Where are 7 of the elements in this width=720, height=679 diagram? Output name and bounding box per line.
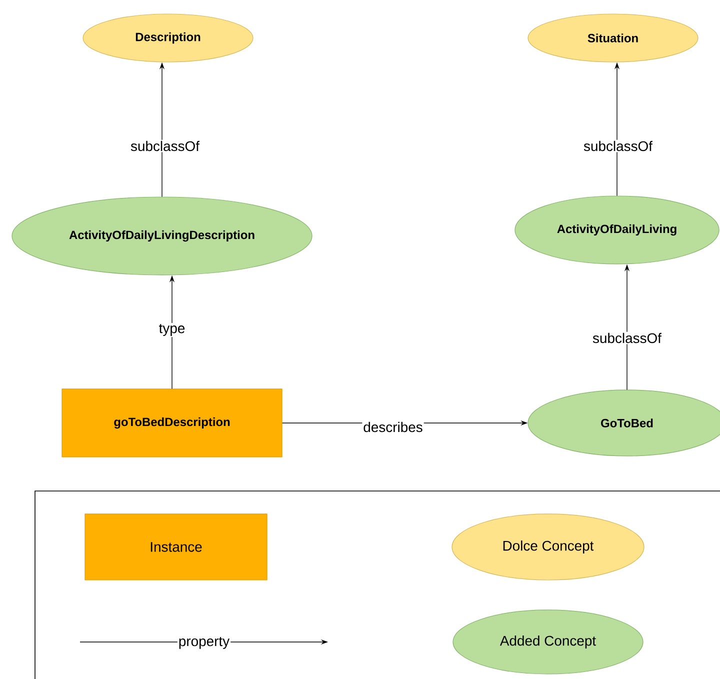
edge-label: subclassOf <box>582 140 654 152</box>
edge-label: subclassOf <box>592 332 662 344</box>
edge-label: subclassOf <box>130 140 200 152</box>
edge-label: describes <box>362 420 424 434</box>
edge-label: type <box>158 323 186 337</box>
legend-label: property <box>177 636 231 650</box>
instance-box: goToBedDescription <box>62 388 282 458</box>
